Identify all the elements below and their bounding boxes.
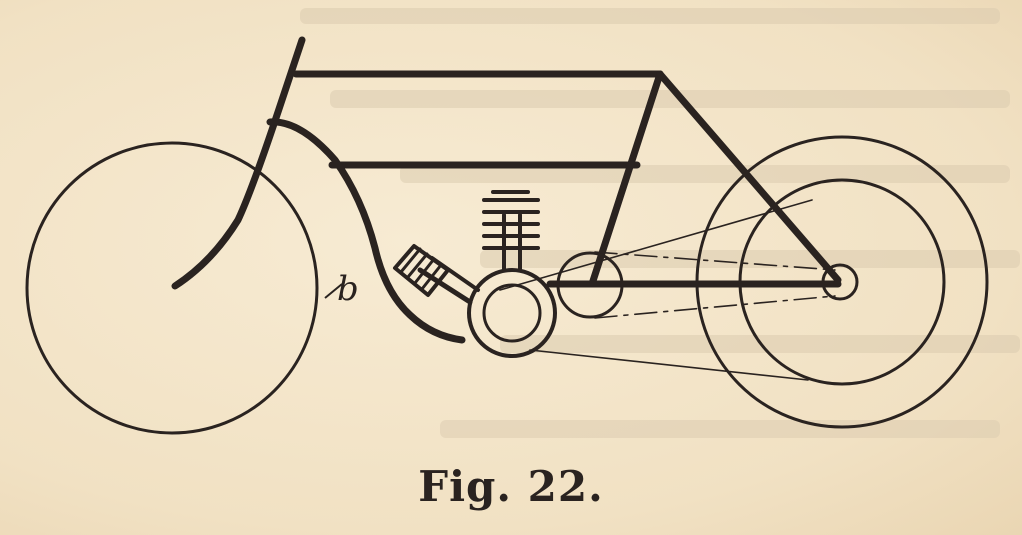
dash-line-upper	[594, 251, 836, 271]
rear-hub	[821, 263, 859, 301]
inclined-cylinder	[393, 244, 480, 305]
engine-crankcase-inner	[482, 283, 542, 343]
seat-stay	[656, 70, 842, 284]
belt-lower	[529, 349, 809, 381]
svg-text:b: b	[337, 269, 359, 309]
front-fork	[171, 36, 306, 290]
front-wheel	[25, 141, 319, 435]
dash-line-lower	[594, 295, 836, 319]
seat-tube	[588, 70, 664, 288]
belt-upper	[499, 199, 813, 291]
pedal-crank	[556, 251, 624, 319]
figure-caption: Fig. 22.	[418, 462, 604, 511]
curved-down-tube	[266, 118, 466, 344]
engine-crankcase-outer	[467, 268, 557, 358]
label-b: b	[324, 269, 359, 309]
vertical-cylinder	[482, 190, 540, 272]
